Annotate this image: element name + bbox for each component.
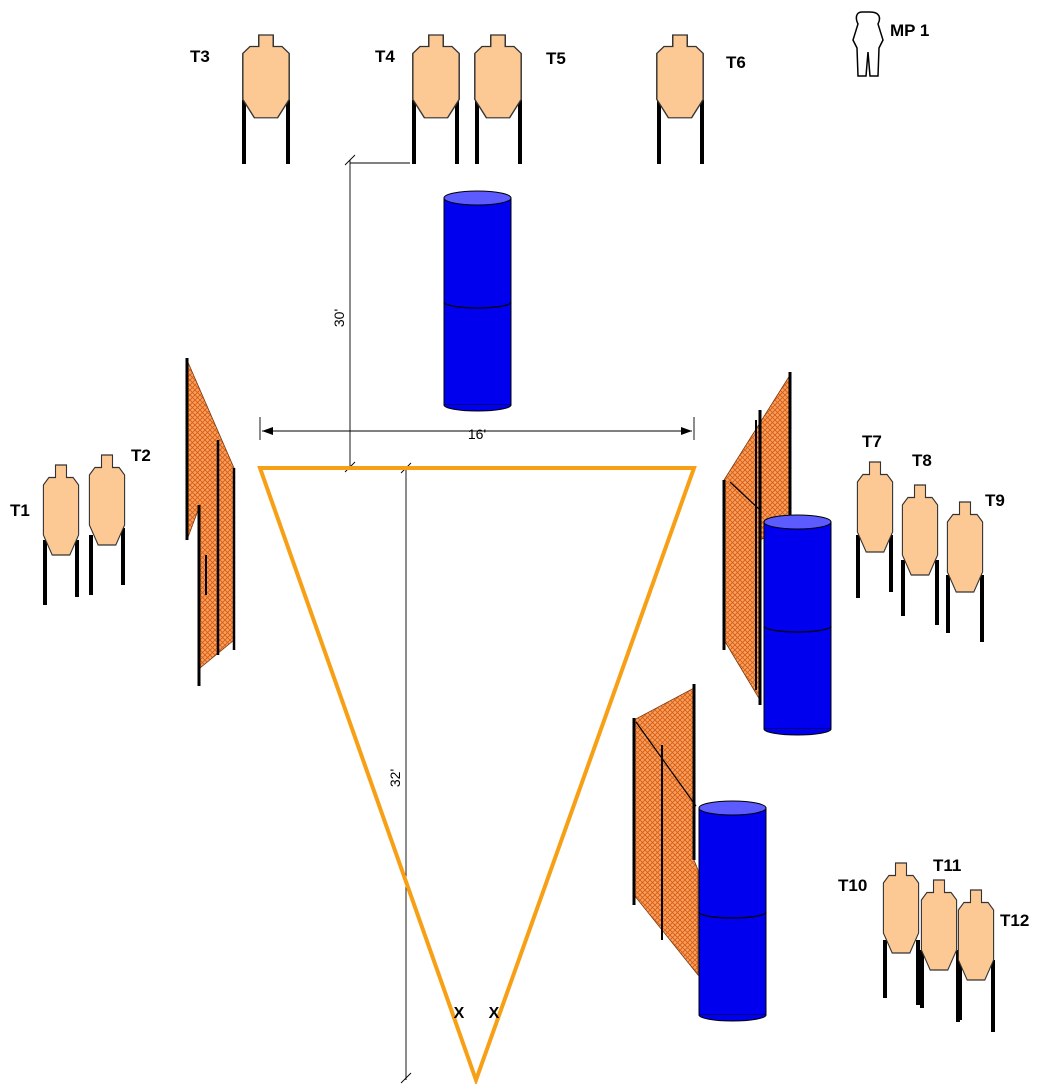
right-lower-fence: [632, 684, 699, 977]
target-t10: [882, 862, 920, 1005]
label-t5: T5: [546, 49, 566, 68]
label-t7: T7: [862, 432, 882, 451]
label-t9: T9: [985, 491, 1005, 510]
x-mark-right: X: [489, 1005, 500, 1022]
target-t11: [920, 879, 960, 1022]
target-t8: [901, 484, 939, 625]
dimension-30ft: 30': [331, 154, 410, 473]
x-mark-left: X: [454, 1005, 465, 1022]
label-t2: T2: [131, 446, 151, 465]
label-t6: T6: [726, 53, 746, 72]
label-t8: T8: [912, 451, 932, 470]
target-t1: [42, 464, 80, 605]
mp1-person-icon: [852, 11, 884, 77]
right-upper-fence: [722, 372, 792, 705]
label-t1: T1: [10, 501, 30, 520]
label-t12: T12: [1000, 911, 1029, 930]
dimension-16ft: 16': [259, 417, 695, 442]
barrel-right-upper: [763, 514, 832, 736]
barrel-top: [443, 190, 512, 412]
barrel-right-lower: [698, 800, 767, 1022]
left-fence: [185, 358, 236, 686]
target-t9: [946, 501, 984, 642]
label-t3: T3: [190, 47, 210, 66]
dimension-16ft-label: 16': [468, 426, 486, 442]
target-t3: [242, 34, 290, 164]
dimension-32ft-label: 32': [387, 769, 403, 787]
target-t7: [856, 461, 894, 598]
label-t4: T4: [375, 47, 395, 66]
target-t12: [957, 889, 995, 1032]
target-t2: [88, 454, 126, 595]
label-mp1: MP 1: [890, 21, 929, 40]
label-t11: T11: [933, 856, 961, 875]
target-t5: [474, 34, 522, 164]
target-t6: [656, 34, 704, 164]
shooting-area-triangle: [257, 466, 697, 1084]
dimension-30ft-label: 30': [331, 309, 347, 327]
target-t4: [412, 34, 460, 164]
label-t10: T10: [838, 876, 867, 895]
dimension-32ft: 32': [387, 462, 412, 1084]
